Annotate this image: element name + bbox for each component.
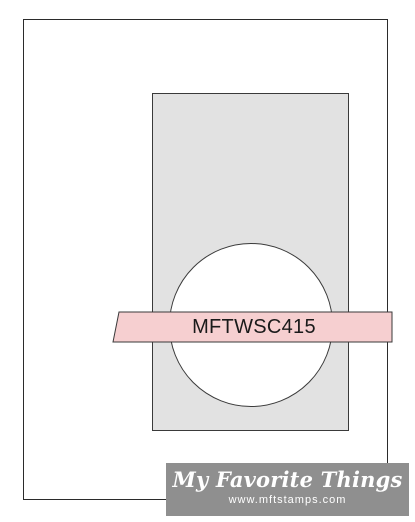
logo-title: My Favorite Things bbox=[172, 467, 403, 492]
brand-logo: My Favorite Things www.mftstamps.com bbox=[166, 463, 409, 516]
banner-label: MFTWSC415 bbox=[192, 315, 316, 338]
logo-url: www.mftstamps.com bbox=[228, 494, 347, 506]
